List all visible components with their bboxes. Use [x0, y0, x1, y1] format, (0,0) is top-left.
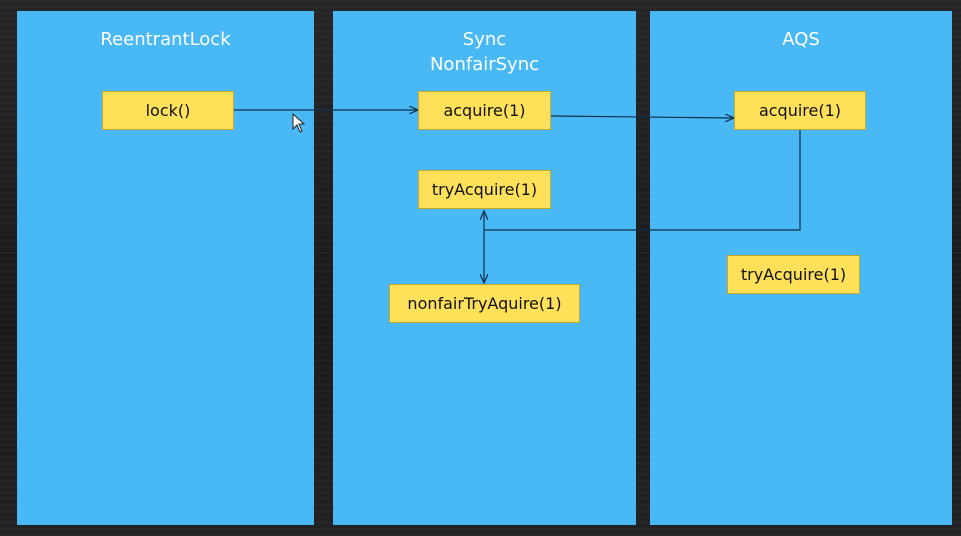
column-title-reentrantlock: ReentrantLock — [100, 29, 231, 50]
arrow-sync-acquire-to-aqs-acquire — [550, 116, 734, 118]
method-box-lock: lock() — [102, 91, 234, 130]
method-box-sync-acquire: acquire(1) — [418, 91, 551, 130]
method-box-aqs-acquire: acquire(1) — [734, 91, 866, 130]
column-title-nonfairsync: NonfairSync — [429, 54, 540, 75]
column-title-sync: Sync — [462, 29, 507, 50]
column-title-aqs: AQS — [782, 29, 820, 50]
line-aqs-acquire-to-sync-branch — [484, 130, 801, 231]
method-box-aqs-try-acquire: tryAcquire(1) — [727, 255, 860, 294]
method-box-nonfair-try-acquire: nonfairTryAquire(1) — [389, 284, 580, 323]
mouse-pointer-icon — [292, 113, 306, 133]
method-box-sync-try-acquire: tryAcquire(1) — [418, 170, 551, 209]
